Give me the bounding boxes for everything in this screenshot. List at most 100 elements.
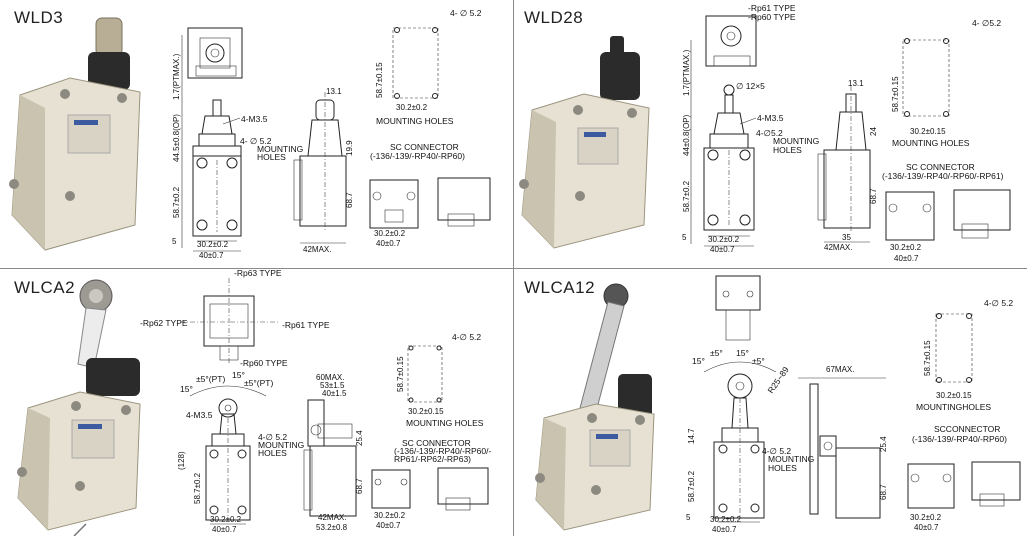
quadrant-wlca2: WLCA2 bbox=[0, 268, 513, 536]
dim-w40: 40±0.7 bbox=[212, 525, 237, 534]
wld28-front-view bbox=[703, 84, 755, 247]
sc-w30: 30.2±0.2 bbox=[374, 229, 406, 238]
sc-w40: 40±0.7 bbox=[376, 239, 401, 248]
dim-687: 68.7 bbox=[879, 484, 888, 500]
mounting-holes-label: MOUNTING HOLES bbox=[376, 116, 454, 126]
screw-note: 4-M3.5 bbox=[241, 114, 268, 124]
wlca2-side-view bbox=[303, 399, 357, 517]
wld3-front-view bbox=[192, 99, 242, 252]
dim-687: 68.7 bbox=[345, 192, 354, 208]
sc-w40: 40±0.7 bbox=[376, 521, 401, 530]
wlca2-product-photo bbox=[17, 279, 141, 536]
angle-15b: 15° bbox=[736, 348, 749, 358]
connector-label-2: (-136/-139/-RP40/-RP60) bbox=[912, 434, 1007, 444]
hole-note-2: MOUNTING bbox=[768, 454, 814, 464]
dim-687: 68.7 bbox=[869, 188, 878, 204]
dim-w40: 40±0.7 bbox=[710, 245, 735, 254]
mounting-holes-label: MOUNTING HOLES bbox=[892, 138, 970, 148]
wlca12-mounting-holes bbox=[935, 313, 973, 383]
wlca2-mounting-holes bbox=[407, 345, 443, 403]
dim-w30: 30.2±0.2 bbox=[210, 515, 242, 524]
dim-254: 25.4 bbox=[879, 436, 888, 452]
dim-five: 5 bbox=[172, 237, 177, 246]
angle-5a: ±5° bbox=[710, 348, 723, 358]
hole-note-3: HOLES bbox=[258, 448, 287, 458]
quadrant-wlca12: WLCA12 15° ±5° 15° ±5° bbox=[514, 268, 1027, 536]
angle-5a: ±5°(PT) bbox=[196, 374, 225, 384]
connector-label-1: SC CONNECTOR bbox=[402, 438, 471, 448]
hole-note-1: 4-∅ 5.2 bbox=[258, 432, 287, 442]
wlca12-front-view bbox=[703, 361, 777, 523]
connector-label-2: (-136/-139/-RP40/-RP60) bbox=[370, 151, 465, 161]
dim-24: 24 bbox=[869, 127, 878, 136]
connector-label-1: SC CONNECTOR bbox=[906, 162, 975, 172]
connector-label-2: (-136/-139/-RP40/-RP60/- bbox=[394, 446, 491, 456]
wlca12-side-view bbox=[798, 377, 886, 519]
type-rp62: -Rp62 TYPE bbox=[140, 318, 188, 328]
wld3-product-photo bbox=[9, 17, 141, 251]
dim-42: 42MAX. bbox=[824, 243, 852, 252]
sc-w30: 30.2±0.2 bbox=[374, 511, 406, 520]
dim-w40: 40±0.7 bbox=[712, 525, 737, 534]
hole-note-2: MOUNTING bbox=[258, 440, 304, 450]
model-title-wld28: WLD28 bbox=[524, 8, 584, 27]
dim-five: 5 bbox=[686, 513, 691, 522]
mh-hole: 4-∅ 5.2 bbox=[452, 332, 481, 342]
angle-5b: ±5° bbox=[752, 356, 765, 366]
wld3-mounting-holes bbox=[392, 27, 439, 99]
dim-131: 13.1 bbox=[848, 79, 864, 88]
mh-h: 58.7±0.15 bbox=[891, 76, 900, 112]
dim-body-h: 58.7±0.2 bbox=[687, 470, 696, 502]
dim-42: 42MAX. bbox=[318, 513, 346, 522]
dim-pt: 1.7(PTMAX.) bbox=[682, 49, 691, 96]
angle-15b: 15° bbox=[232, 370, 245, 380]
angle-5b: ±5°(PT) bbox=[244, 378, 273, 388]
wld3-connector-views bbox=[369, 177, 491, 229]
connector-label-1: SC CONNECTOR bbox=[390, 142, 459, 152]
sc-w40: 40±0.7 bbox=[894, 254, 919, 263]
type-rp63: -Rp63 TYPE bbox=[234, 268, 282, 278]
dim-532: 53.2±0.8 bbox=[316, 523, 348, 532]
dim-128: (128) bbox=[177, 451, 186, 470]
wld28-side-view bbox=[817, 86, 871, 232]
dim-w40: 40±0.7 bbox=[199, 251, 224, 260]
mh-w: 30.2±0.15 bbox=[408, 407, 444, 416]
mounting-holes-label: MOUNTING HOLES bbox=[406, 418, 484, 428]
sc-w30: 30.2±0.2 bbox=[890, 243, 922, 252]
sc-w30: 30.2±0.2 bbox=[910, 513, 942, 522]
mh-w: 30.2±0.15 bbox=[936, 391, 972, 400]
connector-label-3: RP61/-RP62/-RP63) bbox=[394, 454, 471, 464]
mh-h: 58.7±0.15 bbox=[396, 356, 405, 392]
wlca2-front-view bbox=[189, 385, 267, 525]
hole-note-2: MOUNTING bbox=[773, 136, 819, 146]
wld3-drawing: 1.7(PTMAX.) 44.5±0.8(OP) 58.7±0.2 5 30.2… bbox=[9, 8, 491, 260]
model-title-wlca2: WLCA2 bbox=[14, 278, 76, 297]
dim-60: 60MAX. bbox=[316, 373, 344, 382]
dim-199: 19.9 bbox=[345, 140, 354, 156]
angle-15a: 15° bbox=[692, 356, 705, 366]
dim-pt: 1.7(PTMAX.) bbox=[172, 53, 181, 100]
dim-40: 40±1.5 bbox=[322, 389, 347, 398]
dim-op: 44±0.8(OP) bbox=[682, 114, 691, 156]
dim-531: 53±1.5 bbox=[320, 381, 345, 390]
wld28-drawing: -Rp61 TYPE -Rp60 TYPE ∅ 12×5 1.7(PTMAX.)… bbox=[519, 3, 1011, 263]
divider-horizontal bbox=[0, 268, 1027, 269]
wlca2-top-view bbox=[180, 278, 280, 364]
dim-35: 35 bbox=[842, 233, 851, 242]
hole-note-2: MOUNTING bbox=[257, 144, 303, 154]
model-title-wld3: WLD3 bbox=[14, 8, 64, 27]
dim-67: 67MAX. bbox=[826, 365, 854, 374]
type-rp60: -Rp60 TYPE bbox=[748, 12, 796, 22]
wlca12-connector-views bbox=[907, 461, 1021, 509]
wlca2-connector-views bbox=[371, 467, 489, 511]
dim-147: 14.7 bbox=[687, 428, 696, 444]
mh-hole: 4- ∅5.2 bbox=[972, 18, 1001, 28]
wlca12-drawing: 15° ±5° 15° ±5° R25~89 4-∅ 5.2 MOUNTING … bbox=[535, 275, 1021, 534]
type-rp60: -Rp60 TYPE bbox=[240, 358, 288, 368]
dim-w30: 30.2±0.2 bbox=[197, 240, 229, 249]
dim-body-h: 58.7±0.2 bbox=[682, 180, 691, 212]
roller-size: ∅ 12×5 bbox=[736, 81, 765, 91]
wld28-product-photo bbox=[519, 36, 650, 249]
wlca12-product-photo bbox=[535, 283, 655, 531]
